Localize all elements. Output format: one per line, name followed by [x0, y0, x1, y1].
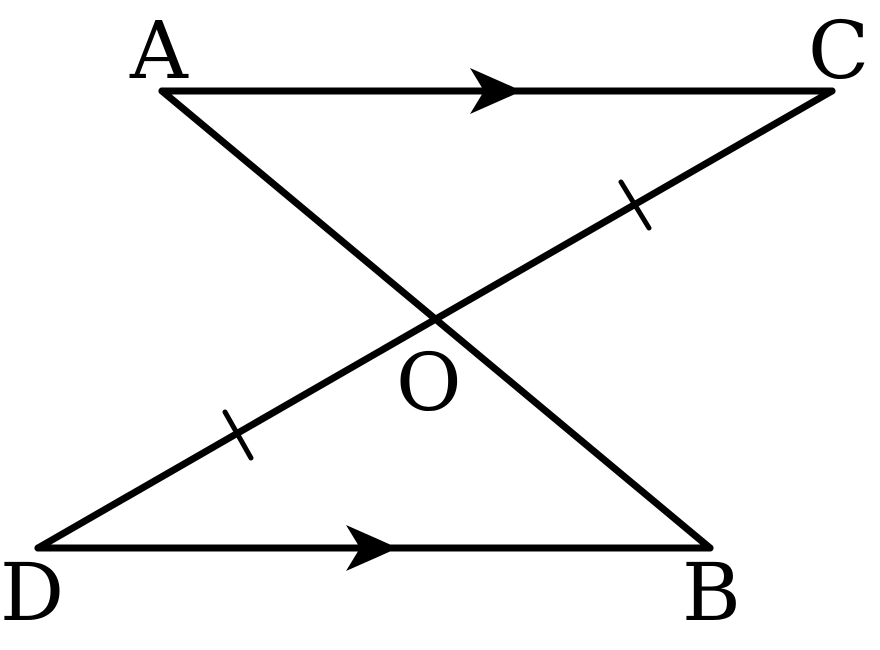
point-label-c: C [808, 4, 869, 97]
point-label-a: A [129, 4, 189, 97]
equal-tick-od [222, 409, 254, 461]
segment-dc [34, 87, 836, 552]
point-label-d: D [0, 546, 64, 639]
point-label-b: B [682, 546, 741, 639]
parallel-arrow-ac [470, 68, 522, 114]
point-label-o: O [396, 336, 462, 429]
parallel-arrow-db [346, 525, 398, 571]
equal-tick-oc [618, 179, 652, 231]
